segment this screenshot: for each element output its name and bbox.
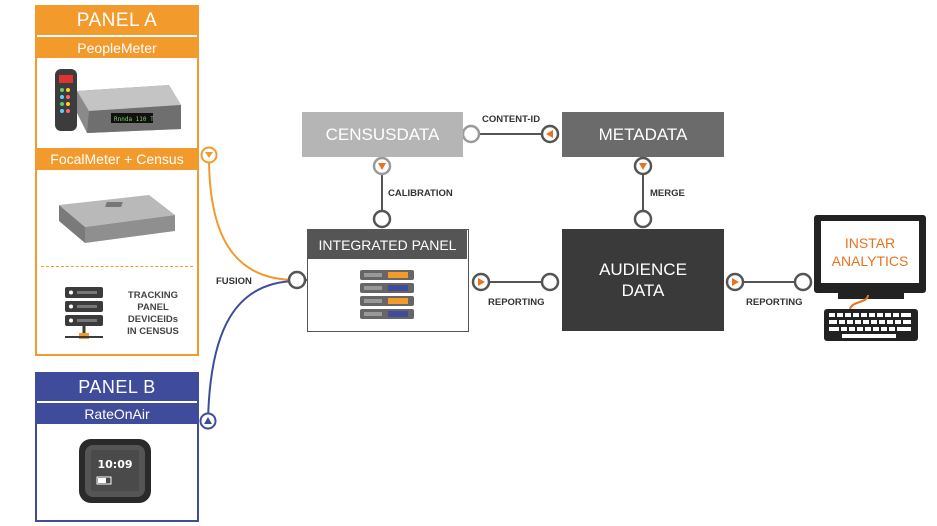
tracking-line-4: IN CENSUS — [127, 326, 179, 337]
audience-data-box: AUDIENCE DATA — [562, 229, 724, 331]
peoplemeter-screen-text: Rnnda 110 T — [114, 116, 154, 123]
panel-a-connector — [200, 146, 218, 164]
audience-right-node — [725, 272, 745, 292]
audience-top-node — [633, 209, 653, 229]
panel-b-title: PANEL B — [37, 374, 197, 401]
integrated-right-node — [471, 272, 491, 292]
calibration-label: CALIBRATION — [388, 188, 453, 199]
instar-line-2: ANALYTICS — [831, 253, 909, 269]
censusdata-box: CENSUSDATA — [302, 112, 463, 157]
tracking-line-1: TRACKING — [127, 290, 179, 301]
peoplemeter-label: PeopleMeter — [37, 36, 197, 58]
monitor-base — [838, 293, 904, 299]
focalmeter-device-icon — [59, 195, 175, 243]
analytics-left-node — [793, 272, 813, 292]
tracking-description: TRACKING PANEL DEVICEIDs IN CENSUS — [113, 290, 193, 338]
merge-label: MERGE — [650, 188, 685, 199]
panel-b-connector — [199, 412, 217, 430]
panel-a: PANEL A PeopleMeter Rnnda 110 T FocalMet… — [35, 5, 199, 356]
peoplemeter-device-icon: Rnnda 110 T — [55, 69, 181, 133]
panel-b-fusion-curve — [207, 280, 297, 422]
instar-line-1: INSTAR — [844, 235, 896, 251]
metadata-box: METADATA — [562, 112, 724, 157]
content-id-label: CONTENT-ID — [482, 114, 541, 125]
keyboard-icon — [824, 295, 918, 341]
device-time-text: 10:09 — [97, 458, 132, 471]
panel-a-divider — [41, 266, 193, 267]
reporting-label-1: REPORTING — [488, 297, 545, 308]
audience-left-node — [540, 272, 560, 292]
fusion-label: FUSION — [216, 276, 252, 287]
server-stack-icon — [65, 287, 103, 339]
tracking-line-2: PANEL — [137, 302, 169, 313]
metadata-bottom-node — [633, 156, 653, 176]
integrated-top-node — [372, 209, 392, 229]
integrated-panel-box: INTEGRATED PANEL — [307, 229, 469, 332]
analytics-screen: INSTAR ANALYTICS — [821, 221, 919, 283]
metadata-left-node — [540, 124, 560, 144]
censusdata-right-node — [461, 124, 481, 144]
integrated-panel-title: INTEGRATED PANEL — [308, 230, 467, 259]
audience-line-1: AUDIENCE — [599, 260, 687, 279]
rateonair-device-icon: 10:09 — [79, 439, 151, 503]
integrated-server-icon — [360, 270, 414, 319]
panel-a-title: PANEL A — [37, 7, 197, 35]
rateonair-label: RateOnAir — [37, 402, 197, 424]
analytics-monitor: INSTAR ANALYTICS — [814, 215, 926, 293]
panel-a-fusion-curve — [208, 156, 297, 281]
panel-b: PANEL B RateOnAir 10:09 — [35, 372, 199, 522]
focalmeter-label: FocalMeter + Census — [37, 148, 197, 170]
censusdata-bottom-node — [372, 156, 392, 176]
audience-line-2: DATA — [621, 281, 665, 300]
fusion-node — [287, 270, 307, 290]
tracking-line-3: DEVICEIDs — [127, 314, 179, 325]
reporting-label-2: REPORTING — [746, 297, 803, 308]
